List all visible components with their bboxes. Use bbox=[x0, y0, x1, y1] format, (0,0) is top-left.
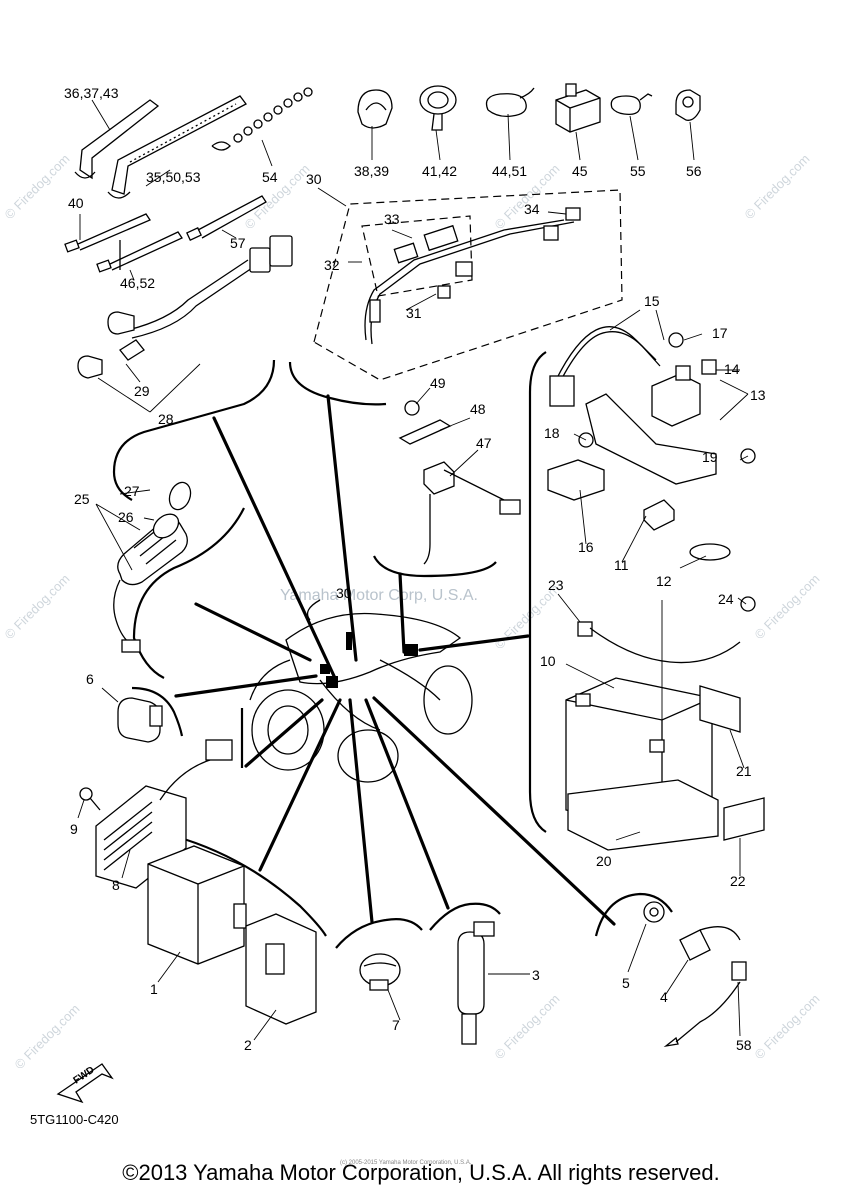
callout-20: 20 bbox=[596, 853, 612, 869]
toothed-cable-band-part bbox=[107, 95, 247, 199]
wire-hook-part bbox=[485, 87, 535, 118]
callout-28: 28 bbox=[158, 411, 174, 427]
callout-17: 17 bbox=[712, 325, 728, 341]
callout-31: 31 bbox=[406, 305, 422, 321]
ecu-bracket-part bbox=[245, 913, 317, 1025]
watermark-text: © Firedog.com bbox=[752, 991, 823, 1062]
callout-34: 34 bbox=[524, 201, 540, 217]
callout-36-37-43: 36,37,43 bbox=[64, 85, 119, 101]
callout-4: 4 bbox=[660, 989, 668, 1005]
callout-3: 3 bbox=[532, 967, 540, 983]
callout-57: 57 bbox=[230, 235, 246, 251]
callout-5: 5 bbox=[622, 975, 630, 991]
watermark-text: © Firedog.com bbox=[12, 1001, 83, 1072]
watermark-text: © Firedog.com bbox=[492, 991, 563, 1062]
cable-tie-part bbox=[64, 213, 183, 273]
watermark-text: © Firedog.com bbox=[2, 151, 73, 222]
callout-leader-lines bbox=[77, 99, 749, 1041]
temperature-sensor-part bbox=[359, 953, 401, 991]
callout-58: 58 bbox=[736, 1037, 752, 1053]
callout-41-42: 41,42 bbox=[422, 163, 457, 179]
callout-46-52: 46,52 bbox=[120, 275, 155, 291]
grommet-clip-part bbox=[357, 89, 393, 129]
strap-tie-part bbox=[186, 195, 267, 242]
callout-35-50-53: 35,50,53 bbox=[146, 169, 201, 185]
atv-location-sketch bbox=[249, 599, 473, 783]
watermark-text: © Firedog.com bbox=[742, 151, 813, 222]
callout-27: 27 bbox=[124, 483, 140, 499]
forward-direction-arrow: FWD bbox=[56, 1063, 114, 1104]
callout-48: 48 bbox=[470, 401, 486, 417]
callout-1: 1 bbox=[150, 981, 158, 997]
watermark-text: © Firedog.com bbox=[2, 571, 73, 642]
callout-55: 55 bbox=[630, 163, 646, 179]
holder-clip-part bbox=[675, 89, 701, 121]
tiny-credit-text: (c) 2005-2015 Yamaha Motor Corporation, … bbox=[340, 1160, 472, 1166]
callout-32: 32 bbox=[324, 257, 340, 273]
switch-sensor-part bbox=[117, 697, 163, 743]
callout-15: 15 bbox=[644, 293, 660, 309]
cable-band-part bbox=[74, 99, 160, 180]
ignition-coil-part bbox=[457, 921, 495, 1045]
screw-part bbox=[79, 787, 101, 811]
callout-18: 18 bbox=[544, 425, 560, 441]
band-beads-part bbox=[211, 87, 313, 151]
callout-19: 19 bbox=[702, 449, 718, 465]
watermark-text: © Firedog.com bbox=[752, 571, 823, 642]
callout-21: 21 bbox=[736, 763, 752, 779]
callout-30-location: 30 bbox=[336, 585, 352, 601]
callout-22: 22 bbox=[730, 873, 746, 889]
callout-labels: 36,37,43 35,50,53 54 38,39 41,42 44,51 4… bbox=[64, 85, 766, 1053]
drawing-code: 5TG1100-C420 bbox=[30, 1112, 119, 1127]
assembly-group-brackets bbox=[112, 351, 673, 949]
wire-harness-group-box bbox=[313, 189, 623, 381]
callout-25: 25 bbox=[74, 491, 90, 507]
starter-relay-assembly bbox=[547, 326, 756, 561]
callout-33: 33 bbox=[384, 211, 400, 227]
callout-38-39: 38,39 bbox=[354, 163, 389, 179]
callout-6: 6 bbox=[86, 671, 94, 687]
copyright-notice: ©2013 Yamaha Motor Corporation, U.S.A. A… bbox=[122, 1160, 720, 1185]
callout-10: 10 bbox=[540, 653, 556, 669]
callout-24: 24 bbox=[718, 591, 734, 607]
callout-49: 49 bbox=[430, 375, 446, 391]
callout-26: 26 bbox=[118, 509, 134, 525]
ecu-part bbox=[147, 845, 247, 965]
callout-13: 13 bbox=[750, 387, 766, 403]
main-switch-part bbox=[113, 481, 192, 653]
wire-clip-part bbox=[610, 93, 653, 116]
relay-connector-part bbox=[555, 83, 601, 133]
callout-8: 8 bbox=[112, 877, 120, 893]
callout-29: 29 bbox=[134, 383, 150, 399]
sub-wire-harness-part bbox=[77, 235, 293, 379]
callout-11: 11 bbox=[614, 557, 629, 573]
location-leader-lines bbox=[174, 394, 616, 926]
callout-44-51: 44,51 bbox=[492, 163, 527, 179]
wire-clamp-part bbox=[419, 85, 457, 131]
callout-56: 56 bbox=[686, 163, 702, 179]
battery-assembly bbox=[565, 596, 765, 851]
sensor-bracket-assembly bbox=[398, 400, 521, 565]
neutral-switch-parts bbox=[643, 901, 747, 1048]
callout-12: 12 bbox=[656, 573, 672, 589]
callout-16: 16 bbox=[578, 539, 594, 555]
callout-54: 54 bbox=[262, 169, 278, 185]
callout-2: 2 bbox=[244, 1037, 252, 1053]
callout-47: 47 bbox=[476, 435, 492, 451]
center-watermark: Yamaha Motor Corp, U.S.A. bbox=[280, 587, 478, 604]
callout-14: 14 bbox=[724, 361, 740, 377]
callout-9: 9 bbox=[70, 821, 78, 837]
callout-7: 7 bbox=[392, 1017, 400, 1033]
callout-23: 23 bbox=[548, 577, 564, 593]
callout-30-harness: 30 bbox=[306, 171, 322, 187]
callout-40: 40 bbox=[68, 195, 84, 211]
callout-45: 45 bbox=[572, 163, 588, 179]
